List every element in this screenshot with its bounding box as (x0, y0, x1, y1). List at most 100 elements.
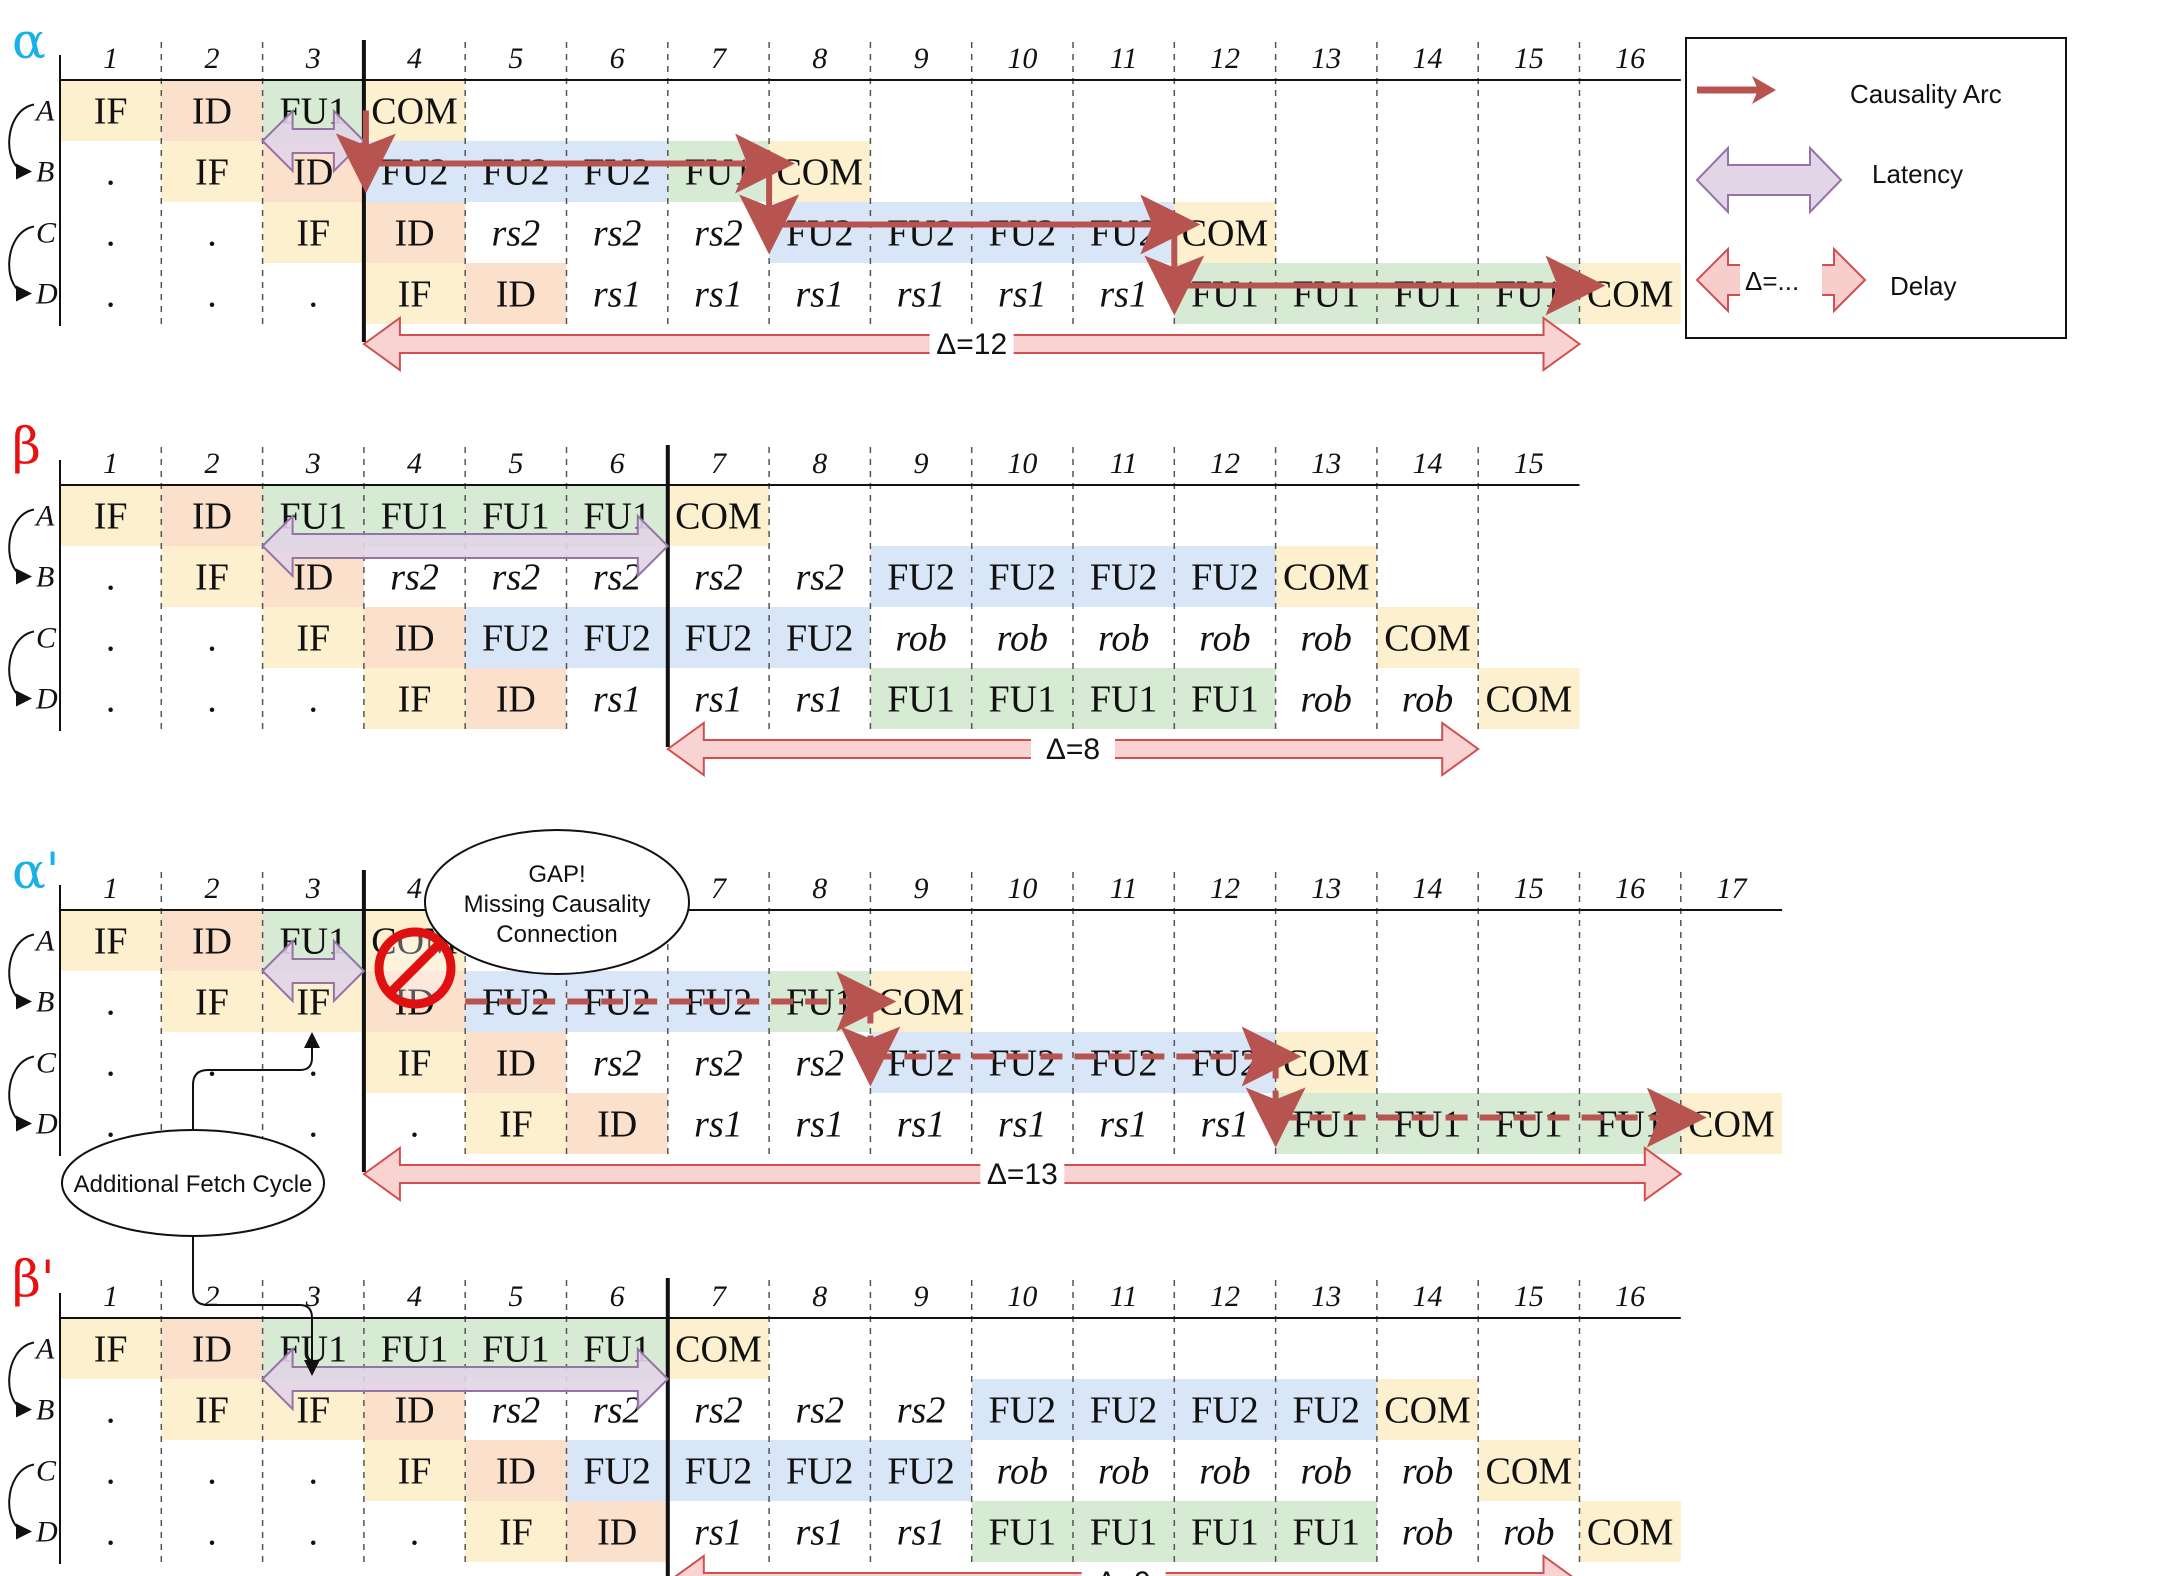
cell-bg (262, 202, 364, 263)
pipeline-cell: FU1 (989, 1512, 1057, 1554)
cell-bg (1376, 1379, 1479, 1440)
pipeline-cell: ID (597, 1512, 637, 1554)
pipeline-cell: ID (597, 1104, 637, 1146)
pipeline-cell: FU2 (1191, 1390, 1259, 1432)
pipeline-cell: FU2 (1090, 1390, 1158, 1432)
pipeline-cell: . (207, 213, 217, 255)
pipeline-cell: FU2 (786, 618, 854, 660)
pipeline-cell: rs1 (593, 679, 642, 721)
pipeline-cell: FU2 (887, 1451, 955, 1493)
cell-bg (161, 80, 263, 141)
cell-bg (161, 485, 263, 546)
delay-label-bg (980, 1157, 1065, 1189)
delay-label-bg (929, 327, 1014, 359)
pipeline-cell: IF (94, 496, 128, 538)
cycle-number: 12 (1210, 42, 1240, 75)
cell-bg (667, 1440, 770, 1501)
cell-bg (667, 485, 770, 546)
row-label: A (34, 925, 55, 958)
pipeline-cell: . (410, 1512, 420, 1554)
pipeline-cell: IF (94, 921, 128, 963)
pipeline-cell: IF (499, 1104, 533, 1146)
pipeline-cell: FU2 (1191, 1043, 1259, 1085)
cycle-number: 6 (610, 447, 625, 480)
pipeline-cell: rs2 (694, 557, 743, 599)
pipeline-cell: FU1 (482, 496, 550, 538)
cell-bg (465, 1440, 567, 1501)
delay-arrow (674, 1554, 1573, 1576)
cycle-number: 15 (1514, 447, 1544, 480)
pipeline-cell: COM (675, 1329, 762, 1371)
pipeline-cell: FU2 (482, 618, 550, 660)
pipeline-cell: FU2 (1090, 213, 1158, 255)
pipeline-cell: . (207, 1104, 217, 1146)
pipeline-cell: . (106, 1512, 116, 1554)
pipeline-cell: IF (398, 274, 432, 316)
cycle-number: 7 (711, 1280, 728, 1313)
delay-label-bg (1081, 1565, 1166, 1576)
pipeline-cell: FU2 (786, 1451, 854, 1493)
diagram-title: β (12, 417, 41, 475)
pipeline-cell: . (106, 982, 116, 1024)
pipeline-cell: FU2 (583, 618, 651, 660)
pipeline-cell: ID (293, 152, 333, 194)
pipeline-cell: . (106, 274, 116, 316)
cycle-number: 5 (508, 447, 523, 480)
pipeline-cell: rs1 (1099, 274, 1148, 316)
cell-bg (60, 80, 162, 141)
pipeline-cell: rob (997, 618, 1048, 660)
row-label: C (36, 622, 57, 655)
cell-bg (60, 485, 162, 546)
dependency-hook (8, 933, 35, 1010)
pipeline-cell: rs1 (795, 1104, 844, 1146)
pipeline-cell: . (207, 618, 217, 660)
pipeline-cell: ID (496, 1451, 536, 1493)
pipeline-cell: COM (1384, 618, 1471, 660)
pipeline-cell: . (106, 1390, 116, 1432)
delay-label: Δ=12 (936, 328, 1007, 361)
pipeline-cell: ID (192, 91, 232, 133)
cell-bg (1073, 668, 1175, 729)
pipeline-cell: FU1 (381, 1329, 449, 1371)
cycle-number: 2 (204, 872, 219, 905)
cycle-number: 4 (407, 1280, 422, 1313)
pipeline-cell: . (106, 152, 116, 194)
cell-bg (769, 607, 871, 668)
cycle-number: 5 (508, 1280, 523, 1313)
cycle-number: 8 (812, 872, 827, 905)
dependency-hook (8, 1055, 35, 1132)
cell-bg (465, 607, 567, 668)
cell-bg (465, 141, 567, 202)
cell-bg (363, 202, 466, 263)
cell-bg (465, 668, 567, 729)
cycle-number: 11 (1110, 42, 1138, 75)
cell-bg (465, 1093, 567, 1154)
pipeline-cell: rs1 (897, 1512, 946, 1554)
cycle-number: 6 (610, 1280, 625, 1313)
pipeline-cell: FU2 (583, 152, 651, 194)
cell-bg (566, 1440, 668, 1501)
cycle-number: 1 (103, 872, 118, 905)
dependency-hook (8, 630, 35, 707)
cell-bg (1073, 1501, 1175, 1562)
delay-label-bg (1031, 732, 1115, 764)
pipeline-cell: rs1 (694, 1104, 743, 1146)
cycle-number: 13 (1311, 1280, 1341, 1313)
pipeline-cell: . (309, 1512, 319, 1554)
gap-callout-text: Connection (496, 921, 617, 948)
pipeline-cell: rs1 (998, 274, 1047, 316)
delay-label: Δ=13 (987, 1158, 1058, 1191)
cycle-number: 9 (914, 42, 929, 75)
pipeline-cell: rs1 (1201, 1104, 1250, 1146)
row-label: B (36, 561, 54, 594)
pipeline-cell: rs1 (694, 1512, 743, 1554)
pipeline-cell: IF (398, 1451, 432, 1493)
pipeline-cell: rob (1098, 1451, 1149, 1493)
pipeline-cell: rob (1402, 1512, 1453, 1554)
pipeline-cell: . (106, 679, 116, 721)
pipeline-cell: rs2 (795, 1043, 844, 1085)
delay-label: Δ=8 (1046, 733, 1100, 766)
pipeline-cell: FU1 (1191, 1512, 1259, 1554)
